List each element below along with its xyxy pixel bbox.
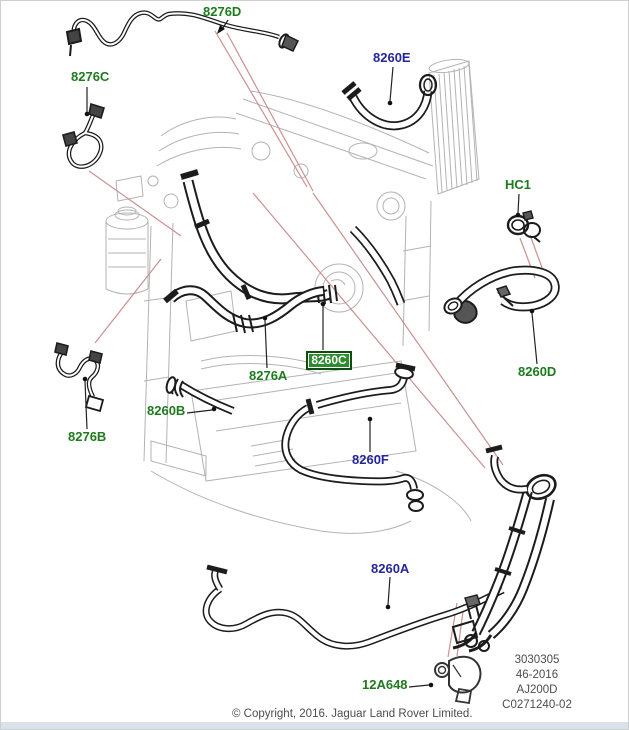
- part-label-8276d[interactable]: 8276D: [203, 4, 242, 19]
- part-label-8276b[interactable]: 8276B: [68, 429, 107, 444]
- part-label-8260a[interactable]: 8260A: [371, 561, 410, 576]
- engine-sketch: [105, 58, 480, 534]
- hose-assembly-right-drawing: [451, 444, 557, 653]
- hose-8260a-drawing: [202, 564, 505, 650]
- drawing-week-year: 46-2016: [515, 669, 559, 681]
- part-label-8260f[interactable]: 8260F: [352, 452, 389, 467]
- sensor-12a648-drawing: [434, 655, 482, 705]
- part-label-8260d[interactable]: 8260D: [518, 364, 557, 379]
- hose-8276a-drawing: [163, 285, 324, 334]
- part-label-8260b[interactable]: 8260B: [147, 403, 186, 418]
- hose-8276c-drawing: [62, 102, 105, 169]
- copyright-notice: © Copyright, 2016. Jaguar Land Rover Lim…: [232, 708, 473, 720]
- drawing-info-block: 3030305 46-2016 AJ200D C0271240-02: [494, 653, 580, 713]
- leader-dots: [82, 25, 535, 688]
- hose-8260f-drawing: [281, 362, 424, 512]
- bottom-strip: [1, 722, 628, 729]
- part-label-hc1[interactable]: HC1: [505, 177, 532, 192]
- hose-8276d-drawing: [65, 10, 300, 57]
- part-label-8260c-selected[interactable]: 8260C: [306, 351, 352, 370]
- hose-8276b-drawing: [54, 342, 105, 413]
- part-label-8276a[interactable]: 8276A: [249, 368, 288, 383]
- part-label-8260e[interactable]: 8260E: [373, 50, 411, 65]
- hose-8260c-drawing: [180, 169, 338, 305]
- leader-lines-black: [84, 19, 538, 688]
- hose-8260d-drawing: [443, 265, 560, 315]
- part-label-12a648[interactable]: 12A648: [362, 677, 408, 692]
- hose-8260b-drawing: [165, 376, 235, 415]
- part-label-8276c[interactable]: 8276C: [71, 69, 110, 84]
- hose-8260e-drawing: [341, 73, 438, 131]
- drawing-reference-code: C0271240-02: [502, 699, 572, 711]
- clamp-hc1-drawing: [506, 210, 541, 243]
- drawing-engine-code: AJ200D: [516, 684, 558, 696]
- drawing-number: 3030305: [514, 654, 560, 666]
